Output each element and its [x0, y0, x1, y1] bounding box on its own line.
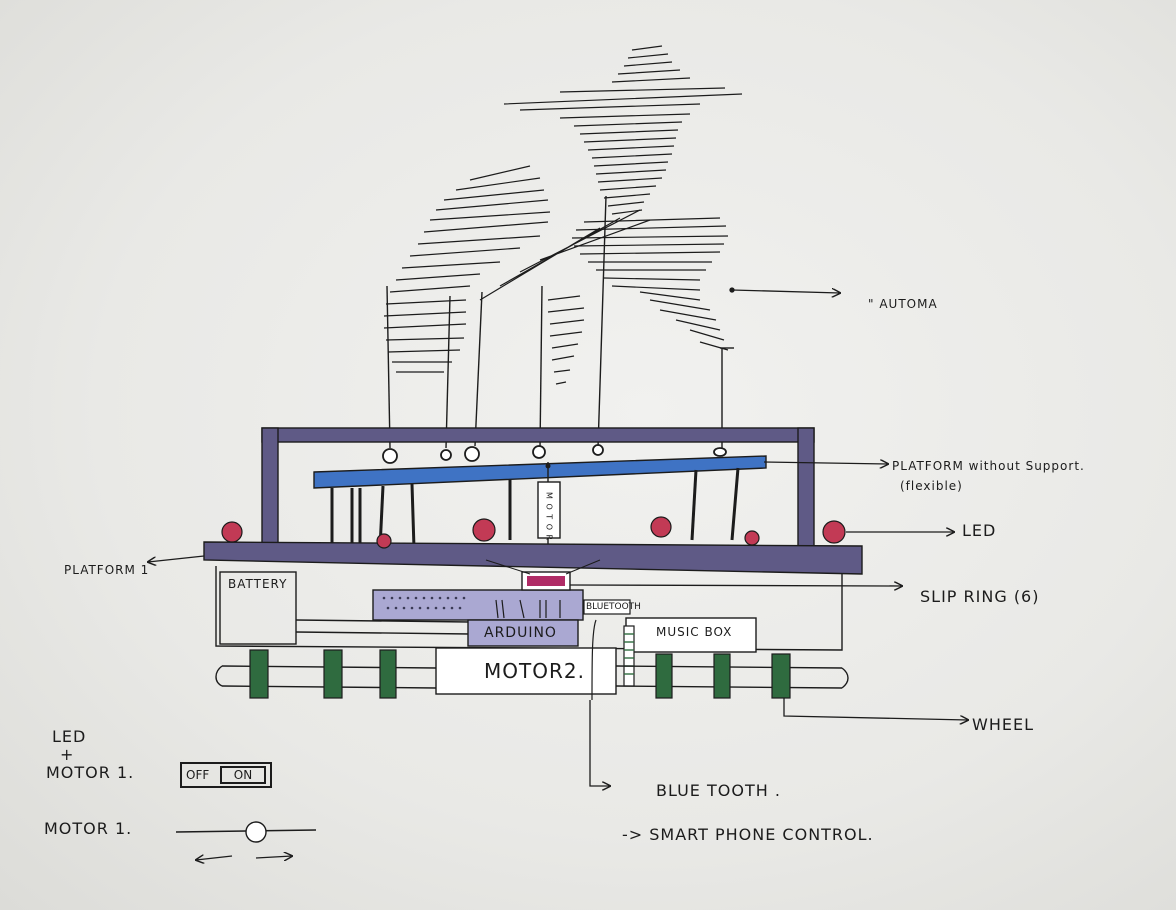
switch-on-label: ON [220, 766, 266, 784]
switch-off-label: OFF [186, 768, 209, 782]
legend-motor1-slider: MOTOR 1. [44, 820, 132, 838]
arrow-bluetooth [590, 700, 610, 786]
arrow-slip-ring [570, 585, 902, 586]
arrow-platform-without-support [764, 462, 888, 464]
automa-spiral-figures [384, 46, 742, 384]
label-wheel: WHEEL [972, 716, 1034, 734]
spiral-small [548, 296, 584, 384]
arrow-wheel [784, 698, 968, 720]
label-music-box: MUSIC BOX [656, 626, 732, 639]
motor-vertical-label: M O T O R [545, 492, 554, 541]
legend-led: LED [52, 728, 86, 746]
led-motor1-switch: OFF ON [180, 762, 272, 788]
label-bluetooth-module: BLUETOOTH [586, 603, 641, 613]
label-arduino: ARDUINO [484, 626, 557, 641]
spiral-center-tall [504, 46, 742, 290]
motor1-slider [176, 822, 316, 860]
label-led: LED [962, 522, 996, 540]
spiral-right [640, 292, 728, 350]
label-slip-ring: SLIP RING (6) [920, 588, 1039, 606]
arrow-automa [732, 290, 840, 293]
label-bluetooth: BLUE TOOTH . [656, 782, 781, 800]
label-automa: " AUTOMA [868, 298, 938, 311]
label-platform-without-support: PLATFORM without Support. [892, 460, 1085, 473]
legend-plus: + [60, 746, 74, 764]
label-platform1: PLATFORM 1 [64, 564, 149, 577]
platform-1 [204, 542, 862, 574]
label-smartphone-control: -> SMART PHONE CONTROL. [622, 826, 874, 844]
label-flexible: (flexible) [900, 480, 963, 493]
legend-motor1-switch: MOTOR 1. [46, 764, 134, 782]
arrow-platform1 [148, 556, 204, 562]
label-battery: BATTERY [228, 578, 287, 591]
label-motor2: MOTOR2. [484, 660, 585, 682]
